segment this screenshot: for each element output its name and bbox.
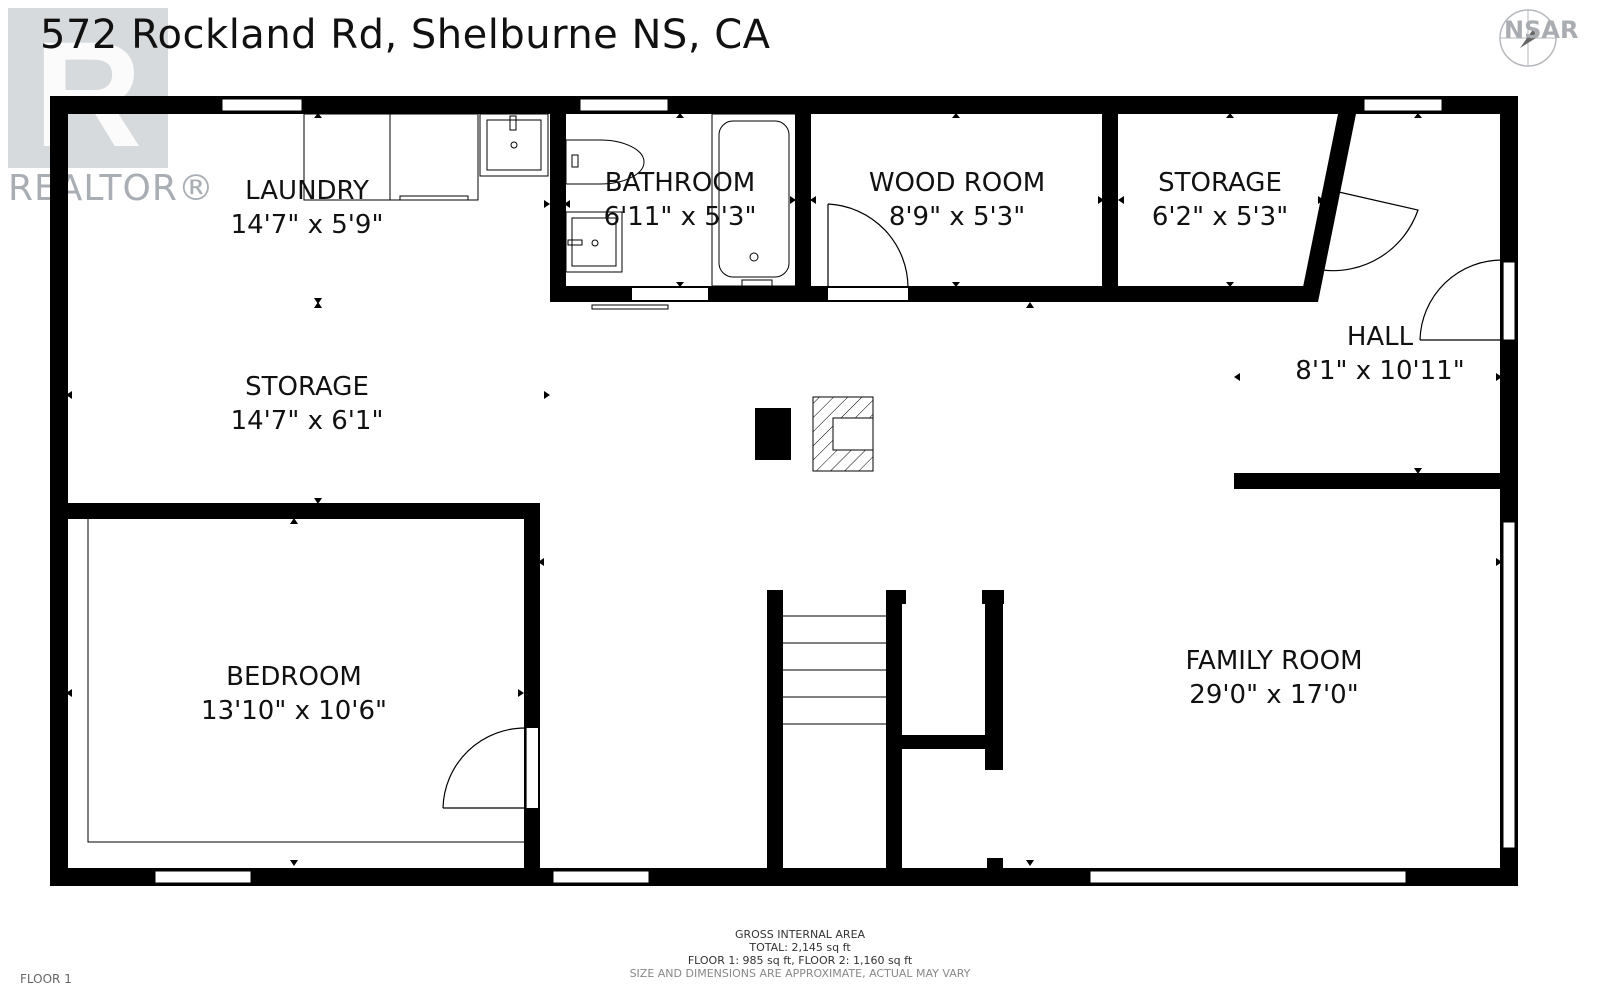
area-heading: GROSS INTERNAL AREA xyxy=(734,928,866,941)
wall-bedroom-top xyxy=(50,503,540,519)
room-name: BEDROOM xyxy=(226,662,362,692)
room-name: FAMILY ROOM xyxy=(1185,646,1363,676)
room-label-bathroom: BATHROOM 6'11" x 5'3" xyxy=(604,166,757,234)
property-address-title: 572 Rockland Rd, Shelburne NS, CA xyxy=(40,12,771,58)
realtor-logo: R xyxy=(8,8,168,178)
room-size: 8'1" x 10'11" xyxy=(1295,356,1465,386)
door-openings xyxy=(526,288,908,808)
wall-stair-right xyxy=(886,590,902,880)
wall-hall-bottom xyxy=(1234,473,1518,489)
room-size: 6'11" x 5'3" xyxy=(603,202,757,232)
fireplace xyxy=(812,396,874,472)
room-label-storage-small: STORAGE 6'2" x 5'3" xyxy=(1152,166,1288,234)
realtor-wordmark: REALTOR® xyxy=(8,168,215,209)
room-name: STORAGE xyxy=(1158,168,1282,198)
room-name: STORAGE xyxy=(245,372,369,402)
wall-wood-storage xyxy=(1102,96,1118,302)
area-floors: FLOOR 1: 985 sq ft, FLOOR 2: 1,160 sq ft xyxy=(687,954,913,967)
nsar-wordmark: NSAR xyxy=(1504,16,1579,44)
room-label-storage-large: STORAGE 14'7" x 6'1" xyxy=(231,370,384,438)
wall-partition-stub xyxy=(982,590,1004,604)
wall-partition-horiz xyxy=(900,735,1000,749)
room-size: 13'10" x 10'6" xyxy=(201,696,387,726)
area-total: TOTAL: 2,145 sq ft xyxy=(749,941,851,954)
room-size: 6'2" x 5'3" xyxy=(1151,202,1289,232)
wall-bottom-stub xyxy=(987,858,1003,872)
wall-top xyxy=(50,96,1518,114)
wall-partition-vert xyxy=(985,590,1003,770)
room-label-family-room: FAMILY ROOM 29'0" x 17'0" xyxy=(1185,644,1362,712)
walls xyxy=(50,96,1518,886)
stair-treads xyxy=(783,615,886,725)
dimension-markers xyxy=(66,113,1502,866)
room-name: HALL xyxy=(1346,322,1414,352)
laundry-fixtures xyxy=(303,113,549,201)
nsar-logo xyxy=(1499,9,1557,67)
room-name: BATHROOM xyxy=(604,168,756,198)
windows xyxy=(154,98,1516,884)
wall-bedroom-right xyxy=(524,503,540,883)
chimney-block xyxy=(755,408,791,460)
wall-stair-top-stub xyxy=(886,590,906,604)
bedroom-closet xyxy=(87,519,524,843)
area-summary: GROSS INTERNAL AREA TOTAL: 2,145 sq ft F… xyxy=(0,928,1600,980)
room-label-hall: HALL 8'1" x 10'11" xyxy=(1295,320,1464,388)
room-name: LAUNDRY xyxy=(245,176,369,206)
wall-service-bottom xyxy=(550,286,1316,302)
floor-label: FLOOR 1 xyxy=(20,972,72,986)
wall-left xyxy=(50,96,68,886)
wall-stair-left xyxy=(767,590,783,880)
room-size: 14'7" x 5'9" xyxy=(230,210,384,240)
room-size: 14'7" x 6'1" xyxy=(230,406,384,436)
wall-bath-left xyxy=(550,96,566,302)
room-label-wood-room: WOOD ROOM 8'9" x 5'3" xyxy=(869,166,1045,234)
area-disclaimer: SIZE AND DIMENSIONS ARE APPROXIMATE, ACT… xyxy=(629,967,971,980)
room-name: WOOD ROOM xyxy=(868,168,1046,198)
wall-bath-wood xyxy=(795,96,811,302)
room-label-laundry: LAUNDRY 14'7" x 5'9" xyxy=(231,174,384,242)
room-label-bedroom: BEDROOM 13'10" x 10'6" xyxy=(201,660,387,728)
room-size: 8'9" x 5'3" xyxy=(888,202,1026,232)
door-swings xyxy=(442,189,1504,809)
room-size: 29'0" x 17'0" xyxy=(1189,680,1359,710)
wall-storage-hall xyxy=(1300,104,1358,302)
